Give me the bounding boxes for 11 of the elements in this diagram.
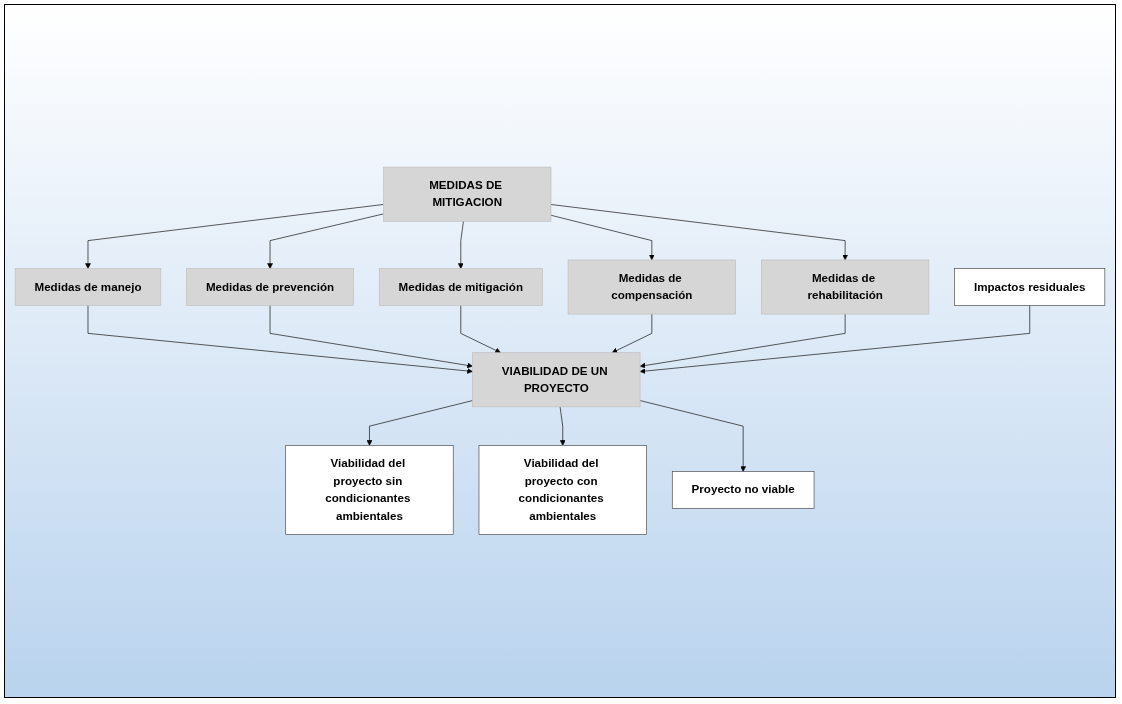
node-box: VIABILIDAD DE UN PROYECTO xyxy=(472,352,641,408)
node-box: Medidas de manejo xyxy=(14,268,162,306)
node-box: Medidas de prevención xyxy=(186,268,354,306)
node-box: Viabilidad del proyecto con condicionantes ambientales xyxy=(478,445,647,535)
node-box: MEDIDAS DE MITIGACION xyxy=(383,167,552,222)
node-box: Medidas de rehabilitación xyxy=(761,259,930,315)
node-box: Medidas de compensación xyxy=(567,259,736,315)
node-box: Viabilidad del proyecto sin condicionantes ambientales xyxy=(285,445,454,535)
node-box: Medidas de mitigación xyxy=(378,268,543,306)
node-box: Proyecto no viable xyxy=(671,471,815,509)
node-box: Impactos residuales xyxy=(954,268,1106,306)
